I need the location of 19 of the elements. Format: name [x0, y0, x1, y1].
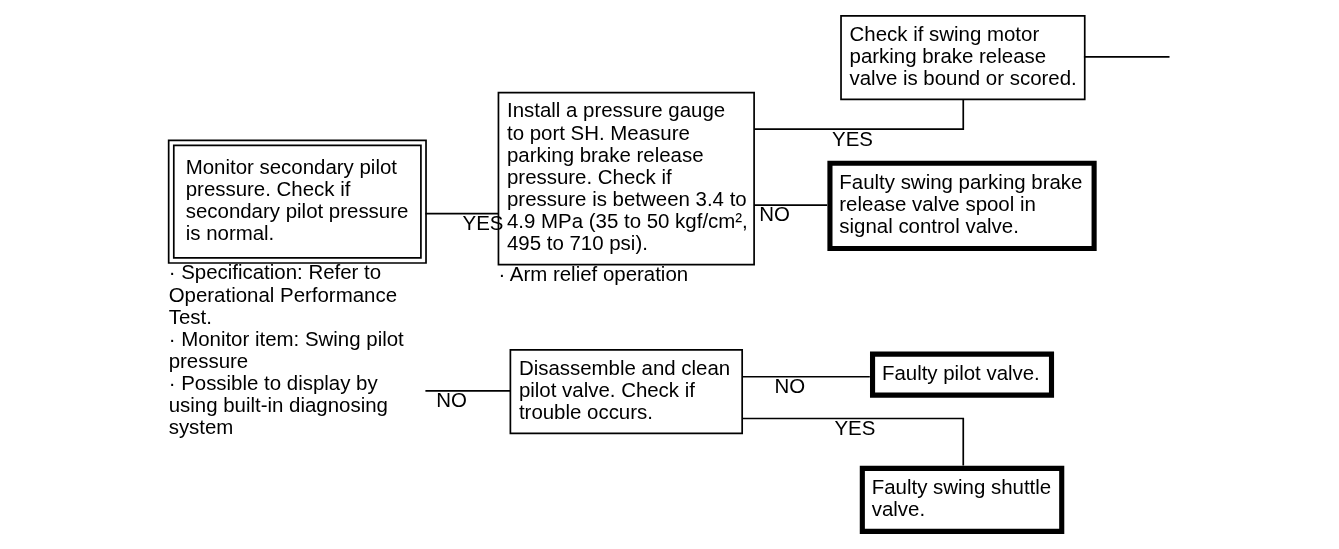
edge-label: NO — [436, 388, 468, 412]
edge-label: YES — [834, 415, 876, 439]
connector — [741, 375, 871, 378]
connector — [741, 417, 965, 467]
node-box: Check if swing motor parking brake release valve is bound or scored. — [840, 15, 1086, 101]
connector — [1083, 55, 1171, 58]
edge-label: NO — [774, 374, 806, 398]
node-box: Monitor secondary pilot pressure. Check if secondary pilot pressure is normal. — [167, 139, 427, 264]
node-label: · Monitor item: Swing pilot pressure — [168, 326, 404, 372]
node-box: Faulty swing shuttle valve. — [859, 465, 1065, 534]
connector — [424, 389, 512, 392]
node-box: Faulty swing parking brake release valve spool in signal control valve. — [827, 160, 1097, 252]
node-box: Disassemble and clean pilot valve. Check if trouble occurs. — [509, 349, 743, 435]
connector — [753, 204, 829, 206]
edge-label: YES — [832, 126, 873, 150]
edge-label: NO — [759, 202, 790, 226]
node-box: Faulty pilot valve. — [870, 351, 1055, 398]
node-label: · Possible to display by using built-in diagnosing system — [168, 371, 388, 439]
connector — [753, 98, 965, 131]
